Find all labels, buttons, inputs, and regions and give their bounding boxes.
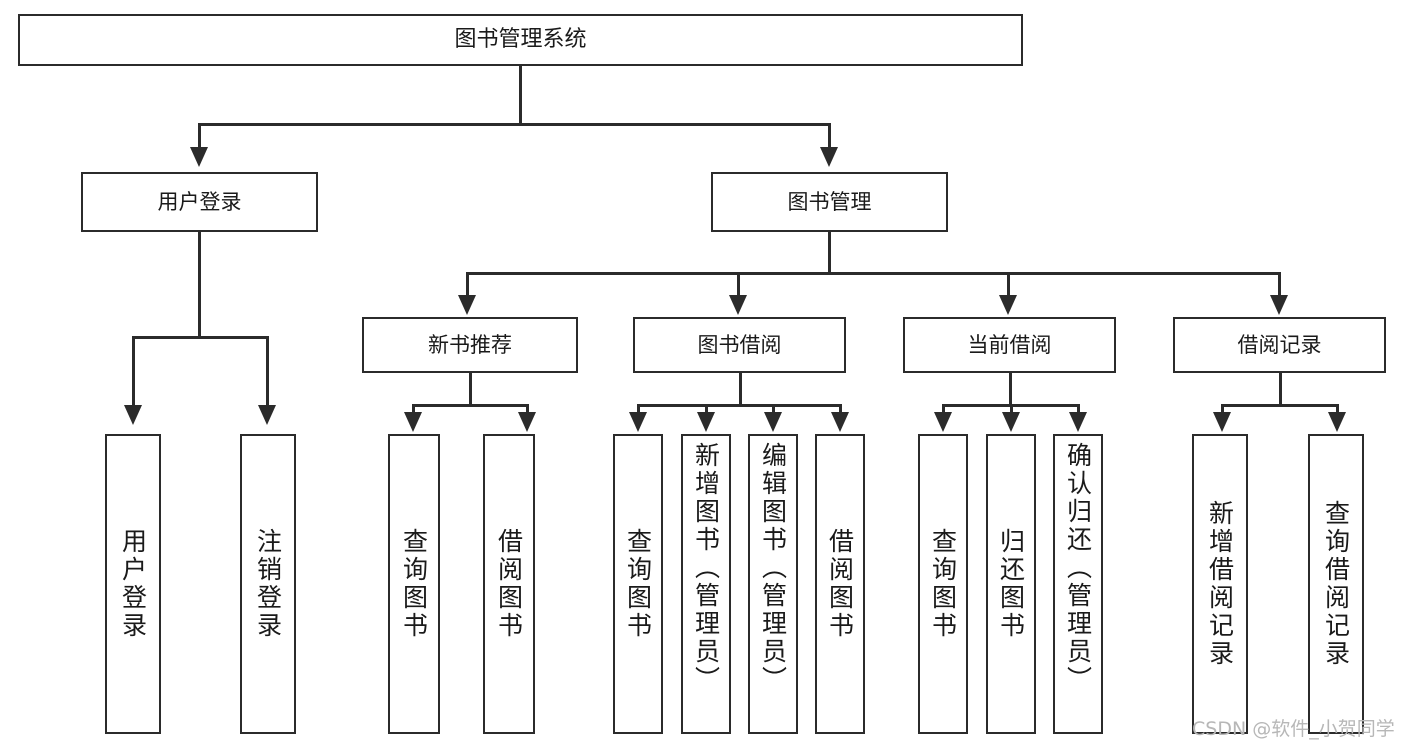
arrow-current-to-confirm [1069,412,1087,432]
node-label: 归还图书 [996,528,1026,640]
connector-book-mgmt-to-new-book [466,272,469,296]
node-book-management[interactable]: 图书管理 [711,172,948,232]
connector-root-stem [519,66,522,123]
connector-book-mgmt-to-record [1278,272,1281,296]
connector-book-borrow-stem [739,373,742,404]
connector-book-borrow-to-edit [772,404,775,416]
arrow-current-to-return [1002,412,1020,432]
connector-current-borrow-stem [1009,373,1012,404]
arrow-record-to-add [1213,412,1231,432]
node-label: 图书借阅 [697,332,782,357]
leaf-borrow-query-book[interactable]: 查询图书 [613,434,663,734]
node-label: 编辑图书（管理员） [758,442,788,694]
connector-book-borrow-to-lend [839,404,842,416]
leaf-new-book-borrow[interactable]: 借阅图书 [483,434,535,734]
connector-user-login-stem [198,232,201,336]
leaf-borrow-add-book[interactable]: 新增图书（管理员） [681,434,731,734]
arrow-user-login-to-logout [258,405,276,425]
node-current-borrow[interactable]: 当前借阅 [903,317,1116,373]
arrow-book-mgmt-to-borrow [729,295,747,315]
arrow-root-to-user-login [190,147,208,167]
node-label: 新增图书（管理员） [691,442,721,694]
leaf-current-query-book[interactable]: 查询图书 [918,434,968,734]
leaf-borrow-edit-book[interactable]: 编辑图书（管理员） [748,434,798,734]
node-label: 借阅记录 [1237,332,1322,357]
connector-new-book-to-borrow [526,404,529,416]
leaf-user-logout[interactable]: 注销登录 [240,434,296,734]
node-label: 查询图书 [399,528,429,640]
connector-book-borrow-to-query [637,404,640,416]
connector-record-to-add [1221,404,1224,416]
node-label: 确认归还（管理员） [1063,442,1093,694]
leaf-new-book-query[interactable]: 查询图书 [388,434,440,734]
arrow-current-to-query [934,412,952,432]
node-borrow-record[interactable]: 借阅记录 [1173,317,1386,373]
connector-borrow-record-bus [1221,404,1339,407]
leaf-record-add[interactable]: 新增借阅记录 [1192,434,1248,734]
arrow-book-mgmt-to-new-book [458,295,476,315]
node-label: 注销登录 [253,528,283,640]
arrow-new-book-to-borrow [518,412,536,432]
connector-book-mgmt-to-borrow [737,272,740,296]
connector-user-login-to-login [132,336,135,406]
connector-new-book-bus [412,404,529,407]
connector-book-mgmt-stem [828,232,831,272]
node-book-borrow[interactable]: 图书借阅 [633,317,846,373]
connector-root-to-book-mgmt [828,123,831,148]
arrow-book-mgmt-to-record [1270,295,1288,315]
connector-current-to-return [1010,404,1013,416]
node-user-login[interactable]: 用户登录 [81,172,318,232]
arrow-book-borrow-to-edit [764,412,782,432]
node-label: 新书推荐 [428,332,512,357]
connector-root-to-user-login [198,123,201,148]
connector-borrow-record-stem [1279,373,1282,404]
connector-current-to-query [942,404,945,416]
arrow-book-borrow-to-lend [831,412,849,432]
connector-book-mgmt-bus [466,272,1278,275]
node-label: 用户登录 [157,189,242,214]
connector-record-to-query [1336,404,1339,416]
arrow-record-to-query [1328,412,1346,432]
node-label: 借阅图书 [494,528,524,640]
connector-book-mgmt-to-current [1007,272,1010,296]
connector-current-to-confirm [1077,404,1080,416]
connector-new-book-to-query [412,404,415,416]
node-label: 借阅图书 [825,528,855,640]
arrow-book-borrow-to-query [629,412,647,432]
connector-user-login-to-logout [266,336,269,406]
node-label: 图书管理系统 [454,27,587,53]
leaf-user-login[interactable]: 用户登录 [105,434,161,734]
arrow-new-book-to-query [404,412,422,432]
leaf-current-return-book[interactable]: 归还图书 [986,434,1036,734]
node-root-system[interactable]: 图书管理系统 [18,14,1023,66]
node-label: 查询借阅记录 [1321,500,1351,668]
connector-book-borrow-bus [637,404,842,407]
arrow-book-mgmt-to-current [999,295,1017,315]
arrow-user-login-to-login [124,405,142,425]
node-label: 当前借阅 [967,332,1052,357]
leaf-current-confirm-return[interactable]: 确认归还（管理员） [1053,434,1103,734]
connector-new-book-stem [469,373,472,404]
node-new-book-recommend[interactable]: 新书推荐 [362,317,578,373]
node-label: 查询图书 [623,528,653,640]
node-label: 图书管理 [787,189,872,214]
node-label: 用户登录 [118,528,148,640]
connector-user-login-bus [132,336,268,339]
node-label: 查询图书 [928,528,958,640]
arrow-book-borrow-to-add [697,412,715,432]
node-label: 新增借阅记录 [1205,500,1235,668]
connector-book-borrow-to-add [705,404,708,416]
connector-root-bus [198,123,831,126]
leaf-record-query[interactable]: 查询借阅记录 [1308,434,1364,734]
arrow-root-to-book-mgmt [820,147,838,167]
leaf-borrow-lend-book[interactable]: 借阅图书 [815,434,865,734]
